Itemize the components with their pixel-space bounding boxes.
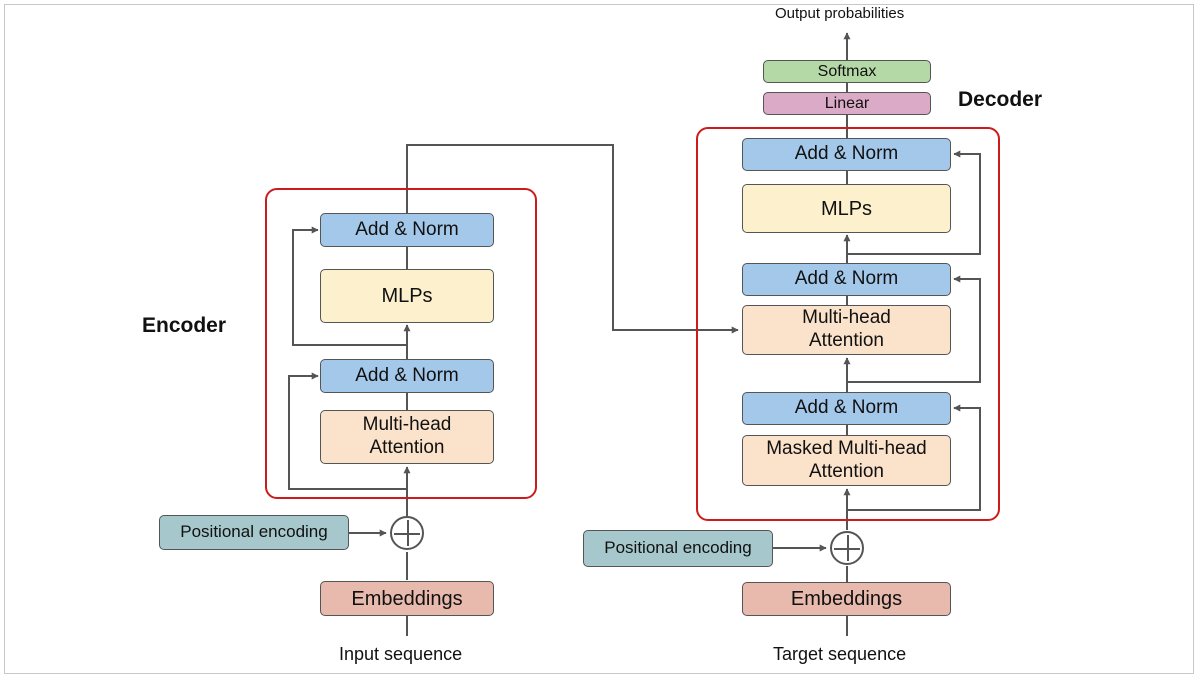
decoder-mlps: MLPs <box>742 184 951 233</box>
encoder-mlps: MLPs <box>320 269 494 323</box>
dec-residual-1 <box>847 404 981 511</box>
encoder-add-norm-bottom-label: Add & Norm <box>355 364 459 386</box>
decoder-add-norm-top: Add & Norm <box>742 138 951 171</box>
decoder-embeddings: Embeddings <box>742 582 951 616</box>
encoder-add-norm-top: Add & Norm <box>320 213 494 247</box>
diagram-frame <box>4 4 1194 674</box>
dec-residual-3 <box>847 150 981 255</box>
decoder-block <box>696 127 1000 521</box>
encoder-embeddings: Embeddings <box>320 581 494 616</box>
decoder-add-norm-middle: Add & Norm <box>742 263 951 296</box>
decoder-mlps-label: MLPs <box>820 197 873 220</box>
encoder-block <box>265 188 537 499</box>
encoder-attention-label-line2: Attention <box>369 437 445 458</box>
decoder-masked-attention-label-line2: Attention <box>809 460 884 482</box>
encoder-multi-head-attention: Multi-head Attention <box>320 410 494 464</box>
input-sequence-label: Input sequence <box>339 644 463 664</box>
decoder-positional-encoding-label: Positional encoding <box>604 538 752 558</box>
enc-residual-2 <box>292 226 407 346</box>
decoder-embeddings-label: Embeddings <box>790 588 903 610</box>
decoder-masked-attention: Masked Multi-head Attention <box>742 435 951 486</box>
enc-to-dec-cross <box>406 144 739 334</box>
decoder-cross-attention: Multi-head Attention <box>742 305 951 355</box>
decoder-add-norm-bottom: Add & Norm <box>742 392 951 425</box>
encoder-title: Encoder <box>142 314 227 337</box>
encoder-positional-encoding: Positional encoding <box>159 515 349 550</box>
dec-residual-2 <box>847 275 981 383</box>
decoder-softmax-label: Softmax <box>817 62 877 80</box>
decoder-softmax: Softmax <box>763 60 931 83</box>
decoder-add-norm-bottom-label: Add & Norm <box>794 397 899 419</box>
encoder-add-norm-bottom: Add & Norm <box>320 359 494 393</box>
decoder-masked-attention-label-line1: Masked Multi-head <box>766 437 927 459</box>
encoder-positional-encoding-label: Positional encoding <box>180 522 328 542</box>
output-probabilities-label: Output probabilities <box>775 5 905 22</box>
encoder-embeddings-label: Embeddings <box>351 587 463 610</box>
decoder-add-norm-middle-label: Add & Norm <box>794 268 899 290</box>
encoder-attention-label-line1: Multi-head <box>362 414 452 436</box>
decoder-sum-icon <box>830 531 864 565</box>
encoder-mlps-label: MLPs <box>381 285 433 307</box>
decoder-title: Decoder <box>958 88 1043 111</box>
decoder-add-norm-top-label: Add & Norm <box>794 143 899 165</box>
enc-residual-1 <box>288 372 407 490</box>
decoder-linear-label: Linear <box>824 94 870 112</box>
encoder-sum-icon <box>390 516 424 550</box>
encoder-add-norm-top-label: Add & Norm <box>355 218 459 240</box>
decoder-linear: Linear <box>763 92 931 115</box>
decoder-cross-attention-label-line1: Multi-head <box>802 307 891 329</box>
decoder-positional-encoding: Positional encoding <box>583 530 773 567</box>
target-sequence-label: Target sequence <box>773 644 907 664</box>
decoder-cross-attention-label-line2: Attention <box>809 330 884 351</box>
